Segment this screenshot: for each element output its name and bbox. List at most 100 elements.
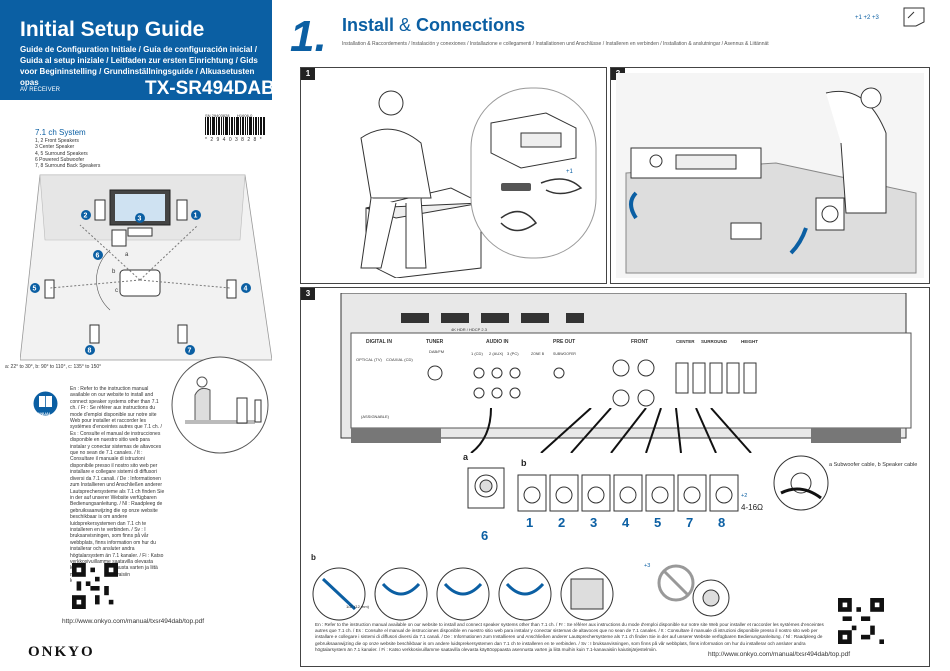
note-page-icon [903,7,925,27]
speaker-cables [470,408,752,453]
speaker-number-5: 5 [33,286,37,293]
foot-left [351,428,441,443]
remote-icon [501,183,531,191]
surround-back-left-speaker [89,324,100,344]
speaker-number-2: 2 [84,213,88,220]
speaker-number: 1 [526,515,534,530]
brand-logo: ONKYO [28,644,95,660]
zone-b-label: ZONE B [531,352,545,356]
hdmi-port [401,313,429,323]
panel-placement: 2 [610,67,930,284]
step-subtitle: Installation & Raccordements / Instalaci… [342,41,769,47]
audio-in-label: AUDIO IN [486,339,509,345]
cable-detail-icon [773,455,829,511]
guide-subtitle: Guide de Configuration Initiale / Guía d… [20,45,258,87]
audio-in-2-label: 2 (AUX) [489,351,504,356]
manual-instructions-text: En : Refer to the instruction manual ava… [70,386,165,584]
rotate-arrow-icon [629,191,638,220]
barcode-image [205,117,265,135]
qr-code-left [72,563,118,609]
subwoofer-jack [553,367,565,379]
legend-item: 1, 2 Front Speakers [35,138,79,144]
speaker-number: 8 [718,515,726,530]
legend-item: 4, 5 Surround Speakers [35,150,88,157]
subwoofer-icon [467,467,505,509]
down-arrow-icon [789,227,808,255]
manual-url-link[interactable]: http://www.onkyo.com/manual/txsr494dab/t… [62,618,204,625]
speaker-number: 2 [558,515,566,530]
panel-connections: 3 4K HDR / HDCP 2.3 DIGITAL IN OPTICAL (… [300,287,930,667]
coaxial-label: COAXIAL (CD) [386,357,413,362]
speaker-legend: 1, 2 Front Speakers 3 Center Speaker 4, … [35,138,100,169]
no-short-circuit-icon [657,564,730,617]
digital-in-label: DIGITAL IN [366,339,392,345]
hdmi-port [521,313,549,323]
optical-label: OPTICAL (TV) [356,357,383,362]
subwoofer-out-label: SUBWOOFER [553,352,576,356]
speaker-icon [815,197,845,231]
wire-strip-steps [312,567,614,621]
model-name: TX-SR494DAB [145,78,275,99]
cable-legend: a Subwoofer cable, b Speaker cable [829,462,918,468]
speaker-number: 4 [622,515,630,530]
speaker-number: 3 [590,515,598,530]
receiver-type: AV RECEIVER [20,87,60,93]
footnote-url-link[interactable]: http://www.onkyo.com/manual/txsr494dab/t… [708,651,850,658]
legend-item: 7, 8 Surround Back Speakers [35,163,101,170]
antenna-jack [427,365,443,381]
speaker-number-7: 7 [188,348,192,355]
audio-in-1-label: 1 (CD) [471,351,483,356]
manual-book-icon [33,391,58,416]
rear-panel-illustration: 4K HDR / HDCP 2.3 DIGITAL IN OPTICAL (TV… [340,293,912,443]
subwoofer-icon [111,229,127,247]
sofa-icon [119,269,161,297]
label-b-step: b [311,553,316,562]
speaker-layout-diagram: a b c 2 1 3 6 5 4 8 7 [20,174,272,361]
power-cord-icon [500,210,538,232]
footnote-text: En : Refer to the instruction manual ava… [315,622,824,652]
surround-label: SURROUND [701,339,728,344]
step-title-rest: Connections [416,15,526,35]
step-title: Install & Connections [342,15,525,36]
document-code: H1606-0 [237,113,253,118]
serial-number: SN 29403828 [205,113,230,118]
plus3-label: +3 [644,563,651,569]
panel-number: 3 [301,288,315,300]
speaker-number: 6 [481,528,489,543]
step-number: 1. [290,12,327,61]
guide-title: Initial Setup Guide [20,18,205,41]
speaker-number-3: 3 [138,216,142,223]
cable-label-a: a [463,452,469,462]
step-notes: +1 +2 +3 [855,15,879,21]
legend-item: 3 Center Speaker [35,144,75,151]
center-speaker-icon [730,222,762,240]
pre-out-label: PRE OUT [553,339,575,345]
title-banner [0,0,272,100]
center-label: CENTER [676,339,695,344]
dab-fm-label: DAB/FM [429,349,444,354]
height-label: HEIGHT [741,339,758,344]
qr-code-right [838,598,884,644]
front-right-speaker [176,199,188,221]
impedance-label: 4-16Ω [741,503,763,512]
wire-strip-length: 1/2" (12 mm) [346,604,369,609]
plus1-label: +1 [566,169,574,175]
speaker-number-6: 6 [96,253,100,260]
hdmi-port [481,313,509,323]
angle-label-b: b [112,269,116,275]
angle-label-c: c [115,288,118,294]
speaker-number-4: 4 [244,286,248,293]
unpack-illustration: +1 [360,87,597,278]
foot-right [811,428,901,443]
system-title: 7.1 ch System [35,128,86,137]
panel-number: 1 [301,68,315,80]
speaker-number: 5 [654,515,662,530]
assignable-label: (ASSIGNABLE) [361,414,390,419]
surround-back-right-speaker [177,324,188,344]
center-speaker [127,227,153,237]
speaker-number-1: 1 [194,213,198,220]
speaker-icons-row [517,474,739,512]
surround-left-speaker [44,279,55,299]
hdmi-label: 4K HDR / HDCP 2.3 [451,327,488,332]
angle-label-a: a [125,252,129,258]
